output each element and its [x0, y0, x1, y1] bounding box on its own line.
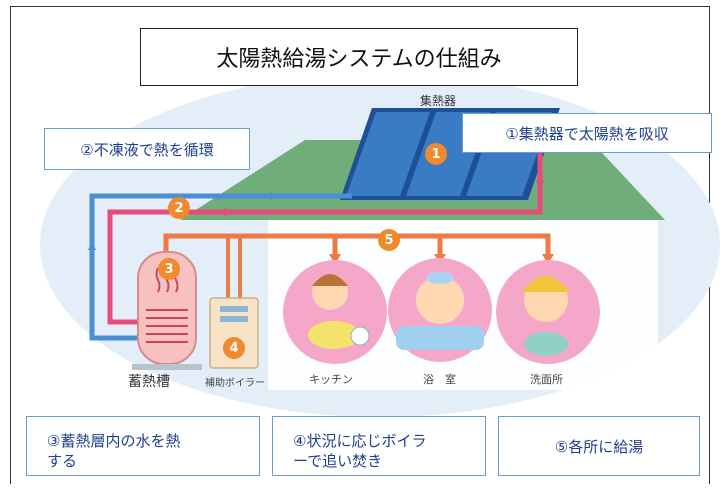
step-badge-1: 1: [425, 143, 447, 165]
step-badge-3: 3: [158, 258, 180, 280]
step-badge-5: 5: [378, 229, 400, 251]
callout-step-2: ②不凍液で熱を循環: [44, 128, 250, 170]
callout-step-4-line1: ④状況に応じボイラ: [293, 432, 427, 450]
hot-pipe-arrow-2: [218, 208, 226, 216]
supply-pipe: [163, 233, 551, 258]
bath-label: 浴 室: [423, 373, 456, 386]
step-badge-4: 4: [223, 337, 245, 359]
hot-pipe: [107, 150, 543, 325]
callout-step-3: ③蓄熱層内の水を熱 する: [26, 416, 260, 476]
cold-pipe-arrow: [270, 192, 278, 200]
callout-step-4-line2: ーで追い焚き: [293, 452, 383, 470]
kitchen-label: キッチン: [309, 373, 353, 386]
collector-label: 集熱器: [420, 94, 457, 108]
callout-step-3-line2: する: [47, 452, 78, 470]
callout-step-4: ④状況に応じボイラ ーで追い焚き: [272, 416, 486, 476]
room-kitchen: [283, 260, 387, 364]
tank-label: 蓄熱槽: [128, 374, 170, 390]
cold-pipe: [89, 193, 352, 341]
callout-step-1: ①集熱器で太陽熱を吸収: [462, 113, 712, 153]
washroom-label: 洗面所: [530, 373, 563, 386]
aux-boiler: [209, 297, 259, 369]
room-bath: [388, 258, 492, 362]
step-badge-2: 2: [168, 197, 190, 219]
hot-pipe-arrow: [536, 180, 544, 190]
room-washroom: [496, 260, 600, 364]
callout-step-3-line1: ③蓄熱層内の水を熱: [47, 432, 181, 450]
cold-pipe-arrow-2: [88, 242, 96, 250]
boiler-label: 補助ボイラー: [205, 378, 265, 389]
callout-step-5: ⑤各所に給湯: [498, 416, 700, 476]
page-title: 太陽熱給湯システムの仕組み: [140, 28, 578, 86]
